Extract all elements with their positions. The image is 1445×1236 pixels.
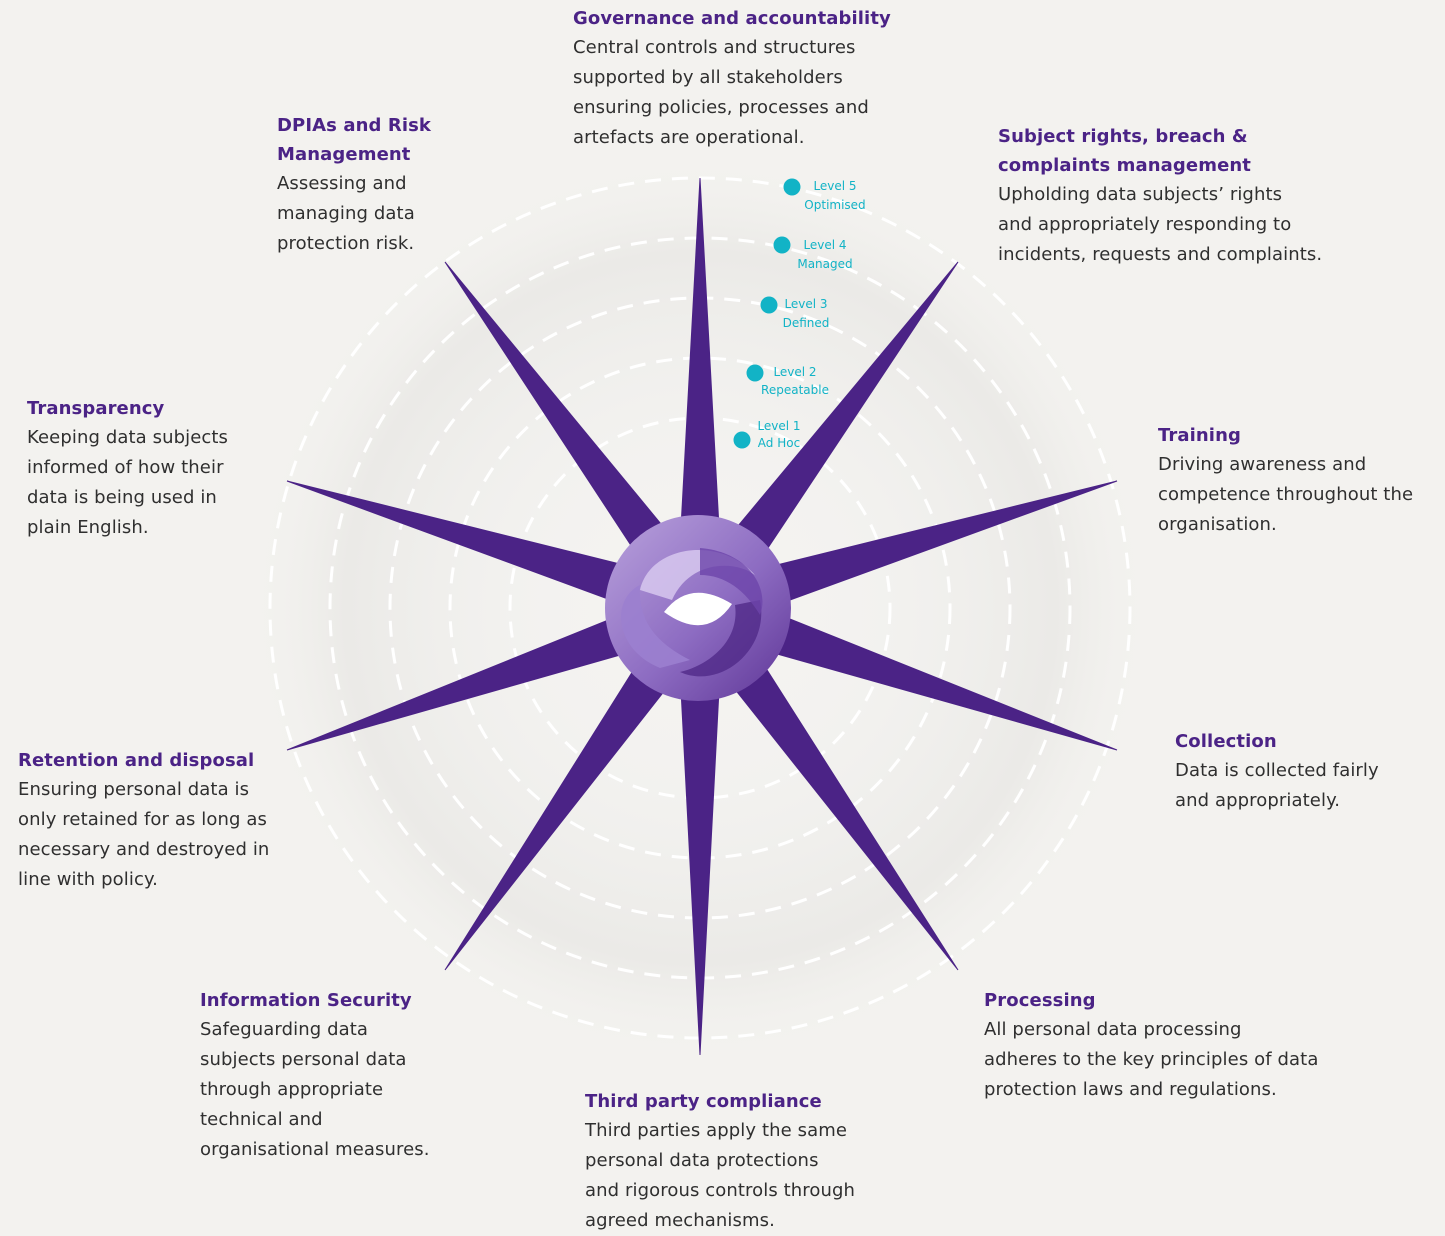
- level-number-label: Level 5: [813, 179, 856, 193]
- pillar-processing-title: Processing: [984, 990, 1096, 1011]
- pillar-transparency: Transparency Keeping data subjects infor…: [27, 394, 287, 543]
- level-number-label: Level 2: [773, 365, 816, 379]
- level-number-label: Level 4: [803, 238, 846, 252]
- pillar-dpias-desc: Assessing and managing data protection r…: [277, 173, 415, 254]
- level-number-label: Level 1: [757, 419, 800, 433]
- level-name-label: Defined: [783, 316, 830, 330]
- pillar-subject-rights-desc: Upholding data subjects’ rights and appr…: [998, 184, 1323, 265]
- pillar-governance-title: Governance and accountability: [573, 8, 891, 29]
- pillar-processing-desc: All personal data processing adheres to …: [984, 1019, 1319, 1100]
- pillar-training-desc: Driving awareness and competence through…: [1158, 454, 1414, 535]
- level-name-label: Managed: [797, 257, 852, 271]
- level-number-label: Level 3: [784, 297, 827, 311]
- level-dot: [733, 431, 751, 449]
- level-name-label: Repeatable: [761, 383, 829, 397]
- pillar-training: Training Driving awareness and competenc…: [1158, 421, 1443, 540]
- pillar-governance: Governance and accountability Central co…: [573, 4, 973, 153]
- pillar-collection: Collection Data is collected fairly and …: [1175, 727, 1435, 816]
- level-dot: [783, 178, 801, 196]
- pillar-info-security-title: Information Security: [200, 990, 412, 1011]
- level-dot: [746, 364, 764, 382]
- pillar-retention-title: Retention and disposal: [18, 750, 255, 771]
- pillar-subject-rights-title: Subject rights, breach & complaints mana…: [998, 126, 1252, 176]
- pillar-transparency-title: Transparency: [27, 398, 165, 419]
- pillar-dpias: DPIAs and Risk Management Assessing and …: [277, 111, 477, 259]
- pillar-collection-desc: Data is collected fairly and appropriate…: [1175, 760, 1379, 811]
- level-name-label: Optimised: [804, 198, 865, 212]
- pillar-retention: Retention and disposal Ensuring personal…: [18, 746, 308, 895]
- pillar-transparency-desc: Keeping data subjects informed of how th…: [27, 427, 229, 538]
- pillar-collection-title: Collection: [1175, 731, 1277, 752]
- compass-star: [286, 177, 1118, 1056]
- pillar-subject-rights: Subject rights, breach & complaints mana…: [998, 122, 1418, 270]
- pillar-dpias-title: DPIAs and Risk Management: [277, 115, 431, 165]
- pillar-training-title: Training: [1158, 425, 1241, 446]
- pillar-retention-desc: Ensuring personal data is only retained …: [18, 779, 270, 890]
- swirl-logo-icon: [605, 515, 791, 701]
- pillar-third-party: Third party compliance Third parties app…: [585, 1087, 915, 1236]
- level-name-label: Ad Hoc: [758, 436, 800, 450]
- pillar-third-party-title: Third party compliance: [585, 1091, 822, 1112]
- pillar-third-party-desc: Third parties apply the same personal da…: [585, 1120, 856, 1231]
- pillar-info-security: Information Security Safeguarding data s…: [200, 986, 480, 1165]
- level-dot: [760, 296, 778, 314]
- pillar-info-security-desc: Safeguarding data subjects personal data…: [200, 1019, 430, 1160]
- pillar-governance-desc: Central controls and structures supporte…: [573, 37, 869, 148]
- level-dot: [773, 236, 791, 254]
- pillar-processing: Processing All personal data processing …: [984, 986, 1384, 1105]
